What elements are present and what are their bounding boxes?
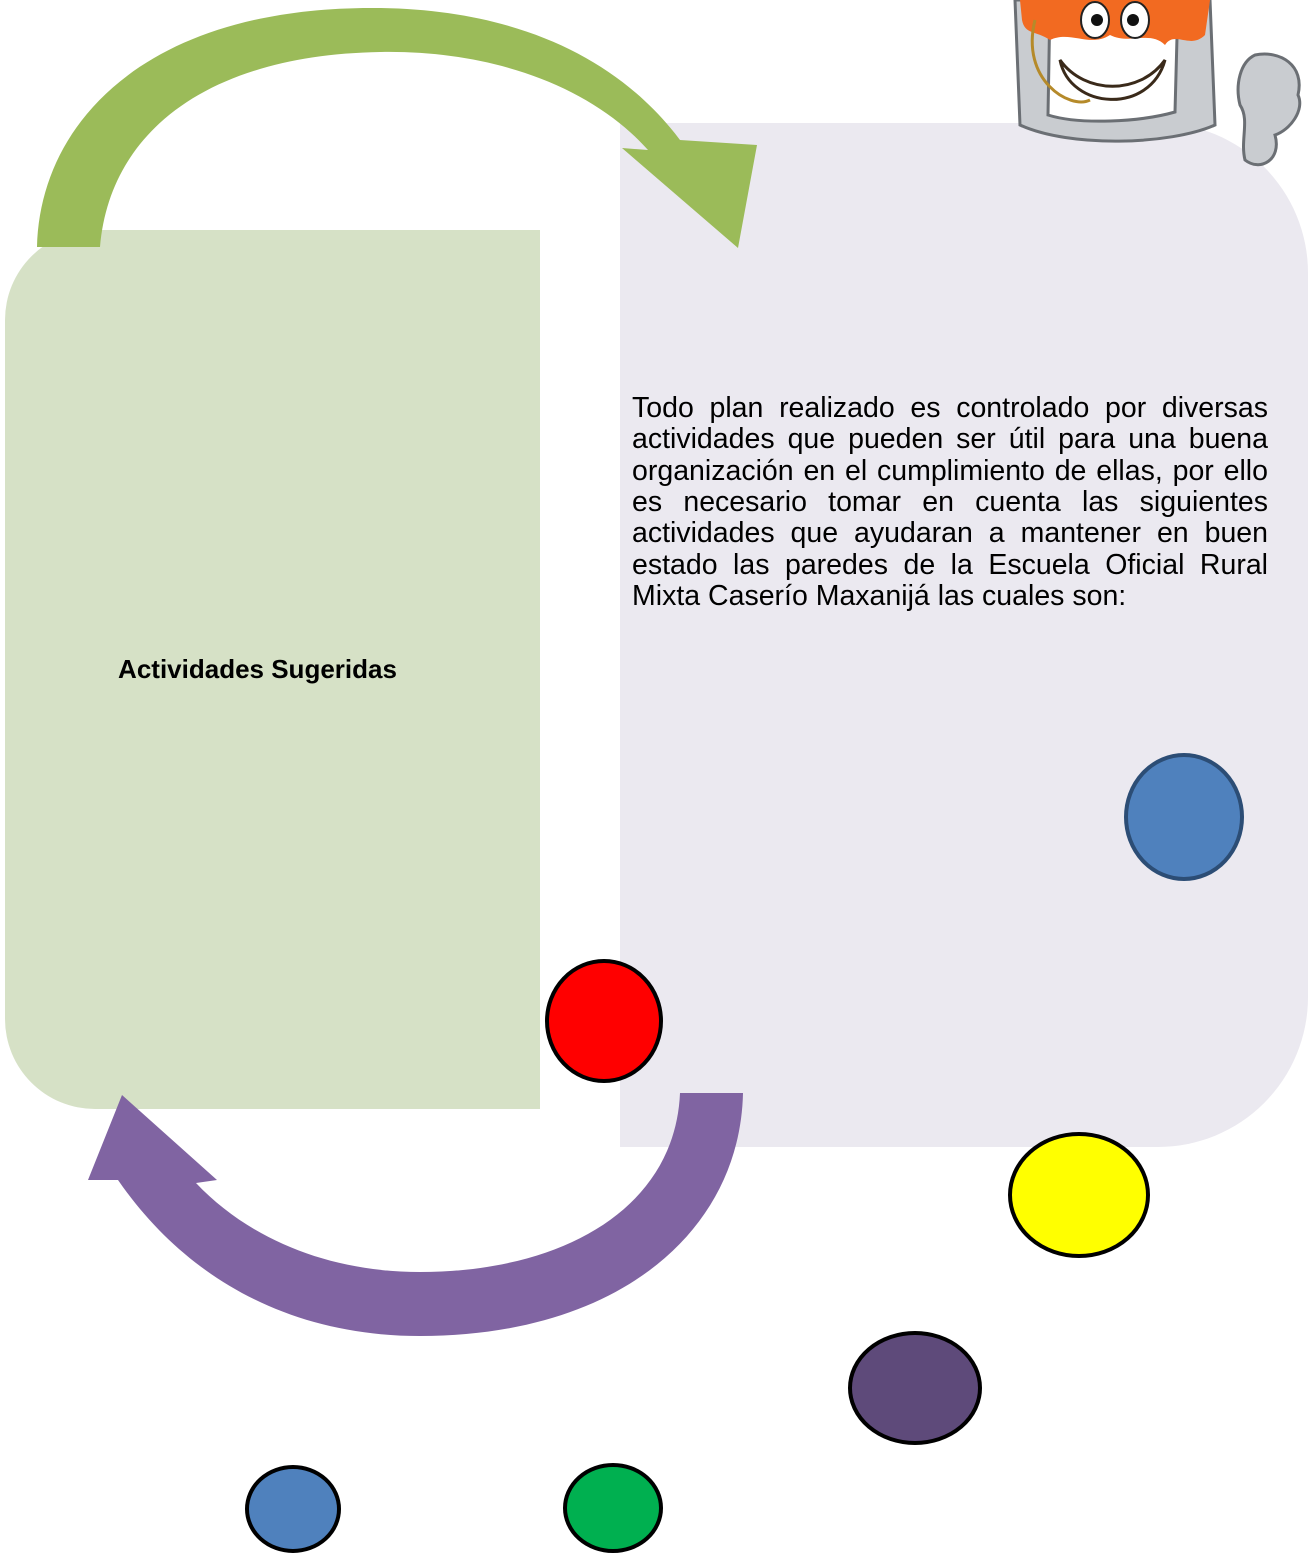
yellow-circle [1008, 1132, 1150, 1258]
green-curved-arrow-icon [37, 7, 757, 248]
small-blue-circle [245, 1465, 341, 1553]
activities-title-box: Actividades Sugeridas [5, 230, 540, 1109]
activities-title: Actividades Sugeridas [118, 654, 397, 684]
description-text: Todo plan realizado es controlado por di… [632, 392, 1268, 613]
description-box: Todo plan realizado es controlado por di… [620, 123, 1308, 1147]
dark-purple-circle [848, 1331, 982, 1445]
paint-can-mascot-icon [1013, 0, 1302, 167]
blue-circle [1124, 753, 1244, 881]
purple-curved-arrow-icon [88, 1093, 743, 1336]
red-circle [545, 959, 663, 1083]
green-circle [563, 1463, 663, 1553]
